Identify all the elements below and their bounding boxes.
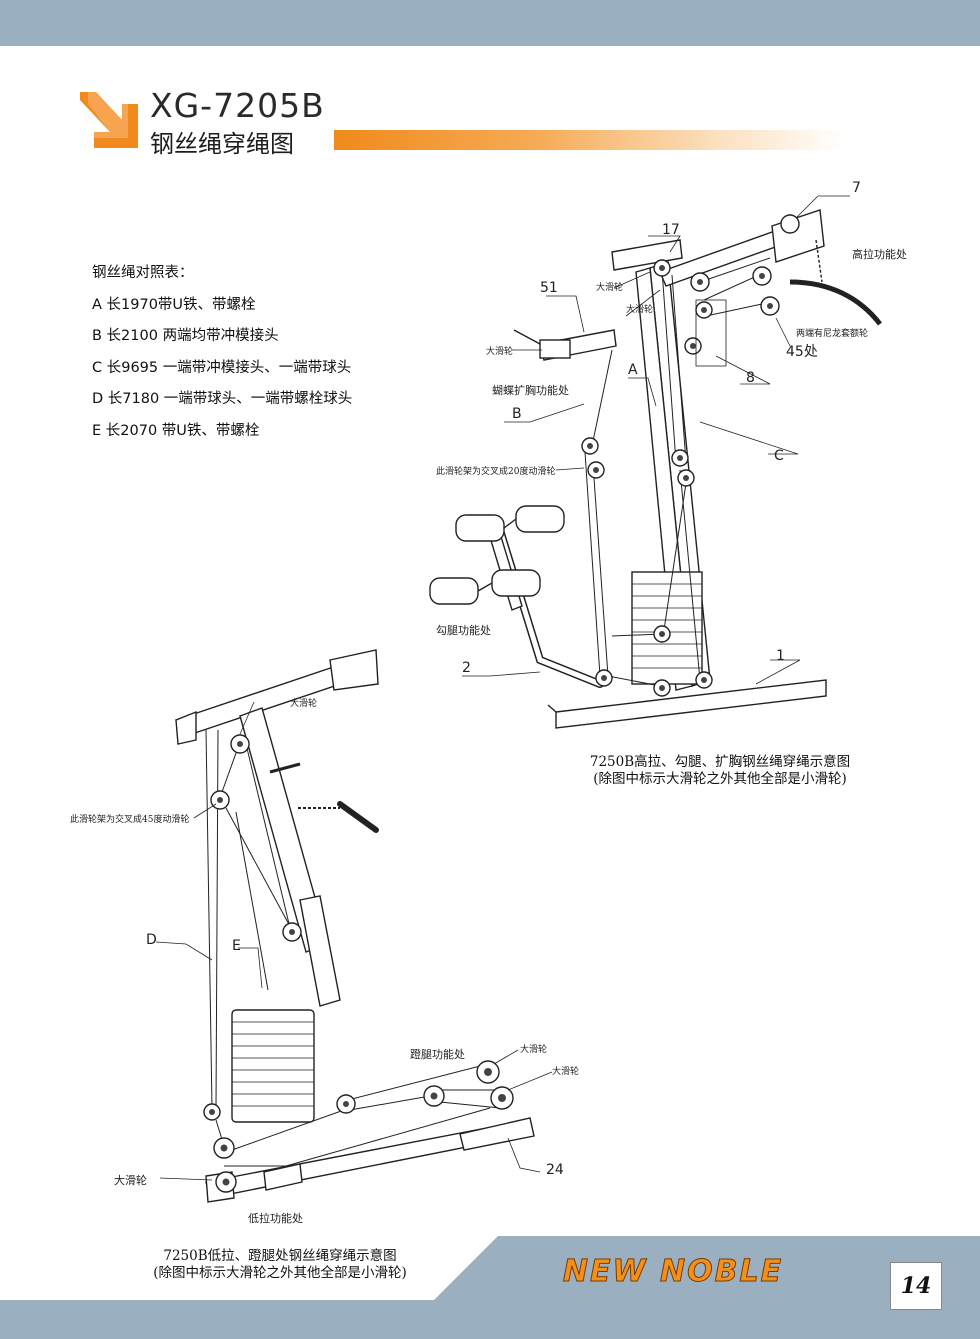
brand-text: NEW NOBLE	[563, 1254, 783, 1289]
label-8: 8	[746, 370, 755, 386]
caption-top-line2: (除图中标示大滑轮之外其他全部是小滑轮)	[593, 771, 847, 787]
label-17: 17	[662, 222, 680, 238]
label-7: 7	[852, 180, 861, 196]
footer-slant-band	[434, 1236, 980, 1300]
caption-top: 7250B高拉、勾腿、扩胸钢丝绳穿绳示意图 (除图中标示大滑轮之外其他全部是小滑…	[560, 754, 880, 788]
page-number: 14	[890, 1262, 942, 1310]
label-51: 51	[540, 280, 558, 296]
label-a: A	[628, 362, 638, 378]
label-45: 45处	[786, 344, 818, 360]
label-bracket-20: 此滑轮架为交叉成20度动滑轮	[436, 465, 555, 477]
caption-top-line1: 7250B高拉、勾腿、扩胸钢丝绳穿绳示意图	[589, 754, 851, 770]
caption-bottom-line1: 7250B低拉、蹬腿处钢丝绳穿绳示意图	[163, 1248, 397, 1264]
caption-bottom-line2: (除图中标示大滑轮之外其他全部是小滑轮)	[153, 1265, 407, 1281]
legend-item-c: C 长9695 一端带冲模接头、一端带球头	[92, 359, 352, 376]
label-big-pulley-r1: 大滑轮	[520, 1043, 547, 1055]
page-title: 钢丝绳穿绳图	[150, 130, 294, 158]
label-e: E	[232, 938, 241, 954]
label-big-pulley-b: 大滑轮	[626, 303, 653, 315]
label-big-pulley-a: 大滑轮	[596, 281, 623, 293]
label-high-pull: 高拉功能处	[852, 247, 907, 261]
label-big-pulley-c: 大滑轮	[486, 345, 513, 357]
model-title: XG-7205B	[150, 86, 325, 125]
label-1: 1	[776, 648, 785, 664]
legend-item-e: E 长2070 带U铁、带螺栓	[92, 422, 260, 439]
label-2: 2	[462, 660, 471, 676]
label-big-pulley-top: 大滑轮	[290, 697, 317, 709]
label-b: B	[512, 406, 522, 422]
legend-heading: 钢丝绳对照表：	[92, 265, 194, 281]
diagram-low-pull: D E 24 大滑轮 此滑轮架为交叉成45度动滑轮 蹬腿功能处 大滑轮 大滑轮 …	[70, 649, 579, 1225]
cable-legend: 钢丝绳对照表： A 长1970带U铁、带螺栓 B 长2100 两端均带冲模接头 …	[92, 258, 352, 447]
label-bracket-45: 此滑轮架为交叉成45度动滑轮	[70, 813, 189, 825]
caption-bottom: 7250B低拉、蹬腿处钢丝绳穿绳示意图 (除图中标示大滑轮之外其他全部是小滑轮)	[120, 1248, 440, 1282]
label-nylon: 两端有尼龙套额轮	[796, 327, 868, 339]
title-gradient-bar	[334, 130, 844, 150]
label-c: C	[774, 448, 784, 464]
label-big-pulley-bl: 大滑轮	[114, 1173, 147, 1187]
legend-item-a: A 长1970带U铁、带螺栓	[92, 296, 256, 313]
label-big-pulley-r2: 大滑轮	[552, 1065, 579, 1077]
label-butterfly: 蝴蝶扩胸功能处	[492, 383, 569, 397]
label-leg-curl: 勾腿功能处	[436, 623, 491, 637]
label-24: 24	[546, 1162, 564, 1178]
label-leg-kick: 蹬腿功能处	[410, 1047, 465, 1061]
diagram-high-pull: 7 17 51 A B C 8 45处 1 2 高拉功能处 大滑轮 大滑轮 大滑…	[429, 180, 907, 729]
legend-item-b: B 长2100 两端均带冲模接头	[92, 328, 279, 344]
brand-logo: NEW NOBLE	[562, 1254, 783, 1290]
legend-item-d: D 长7180 一端带球头、一端带螺栓球头	[92, 391, 353, 407]
label-d: D	[146, 932, 157, 948]
top-band	[0, 0, 980, 46]
bottom-band	[0, 1300, 980, 1339]
arrow-logo-icon	[80, 92, 138, 148]
label-low-pull: 低拉功能处	[248, 1211, 303, 1225]
